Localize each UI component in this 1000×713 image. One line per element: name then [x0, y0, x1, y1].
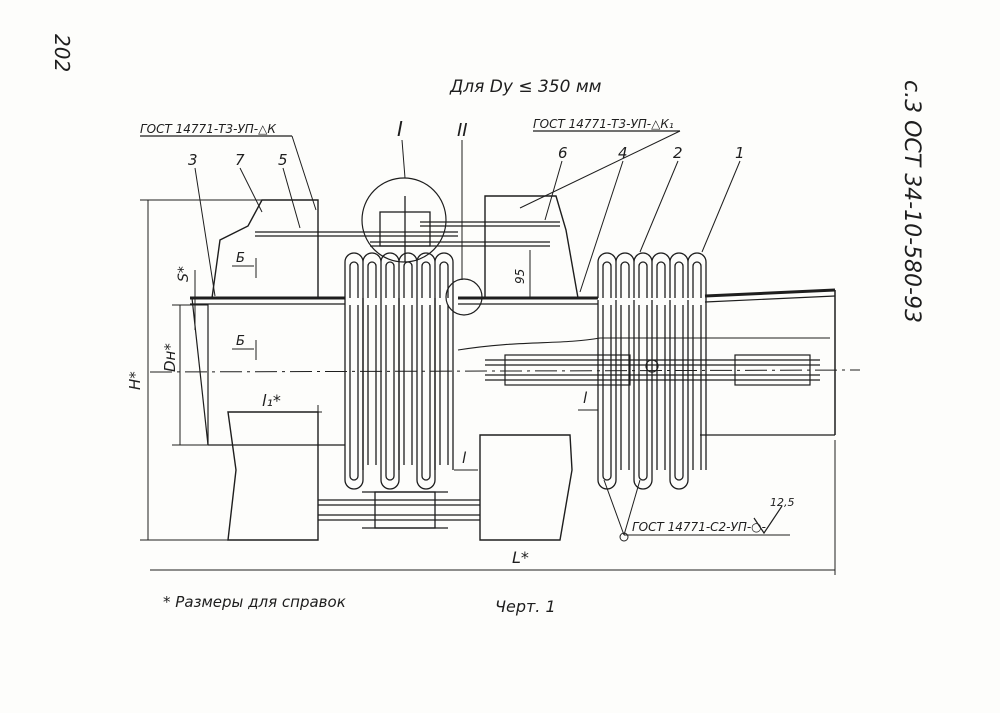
position-6: 6 — [558, 144, 568, 162]
page-number: 202 — [50, 34, 74, 72]
weld-mark-top-left: ГОСТ 14771-Т3-УП-△К — [140, 122, 276, 136]
position-4: 4 — [618, 144, 628, 162]
drawing-caption: Черт. 1 — [495, 597, 556, 616]
left-bellows — [344, 252, 454, 490]
dim-S: S* — [176, 266, 192, 282]
footnote: * Размеры для справок — [163, 593, 346, 611]
right-upper-bracket — [484, 195, 579, 299]
section-label-lower: Б — [236, 334, 245, 349]
tie-rods-middle — [485, 354, 820, 386]
left-lower-bracket — [227, 411, 319, 541]
position-5: 5 — [278, 151, 288, 169]
dim-Dn: Dн* — [161, 343, 179, 372]
roughness-symbol — [753, 505, 783, 535]
right-bellows — [597, 252, 707, 490]
weld-mark-bottom: ГОСТ 14771-С2-УП-○- — [632, 520, 766, 534]
right-lower-bracket — [479, 434, 573, 541]
dim-H: H* — [126, 371, 144, 390]
dim-95: 95 — [513, 269, 527, 284]
position-2: 2 — [673, 144, 683, 162]
detail-circle-1 — [361, 177, 447, 263]
position-1: 1 — [735, 144, 745, 162]
dim-l-right: l — [583, 389, 588, 407]
dimension-lines — [140, 199, 836, 575]
sheet-reference: с.3 ОСТ 34-10-580-93 — [899, 80, 924, 323]
dim-l-lower: l — [462, 449, 467, 467]
bottom-weld-leaders — [603, 479, 790, 542]
tie-rods-lower — [318, 491, 480, 529]
tie-rods-upper — [255, 196, 560, 262]
view-label-1: I — [397, 117, 403, 141]
position-7: 7 — [235, 151, 245, 169]
dim-L1: l₁* — [262, 391, 281, 410]
position-leaders — [194, 130, 741, 297]
left-upper-bracket — [211, 199, 319, 299]
drawing-title: Для Dу ≤ 350 мм — [449, 77, 602, 97]
dim-L: L* — [512, 548, 529, 567]
position-3: 3 — [188, 151, 198, 169]
weld-mark-top-right: ГОСТ 14771-Т3-УП-△К₁ — [533, 117, 674, 131]
view-label-2: II — [457, 120, 468, 141]
roughness-value: 12,5 — [770, 496, 795, 509]
section-label-upper: Б — [236, 251, 245, 266]
